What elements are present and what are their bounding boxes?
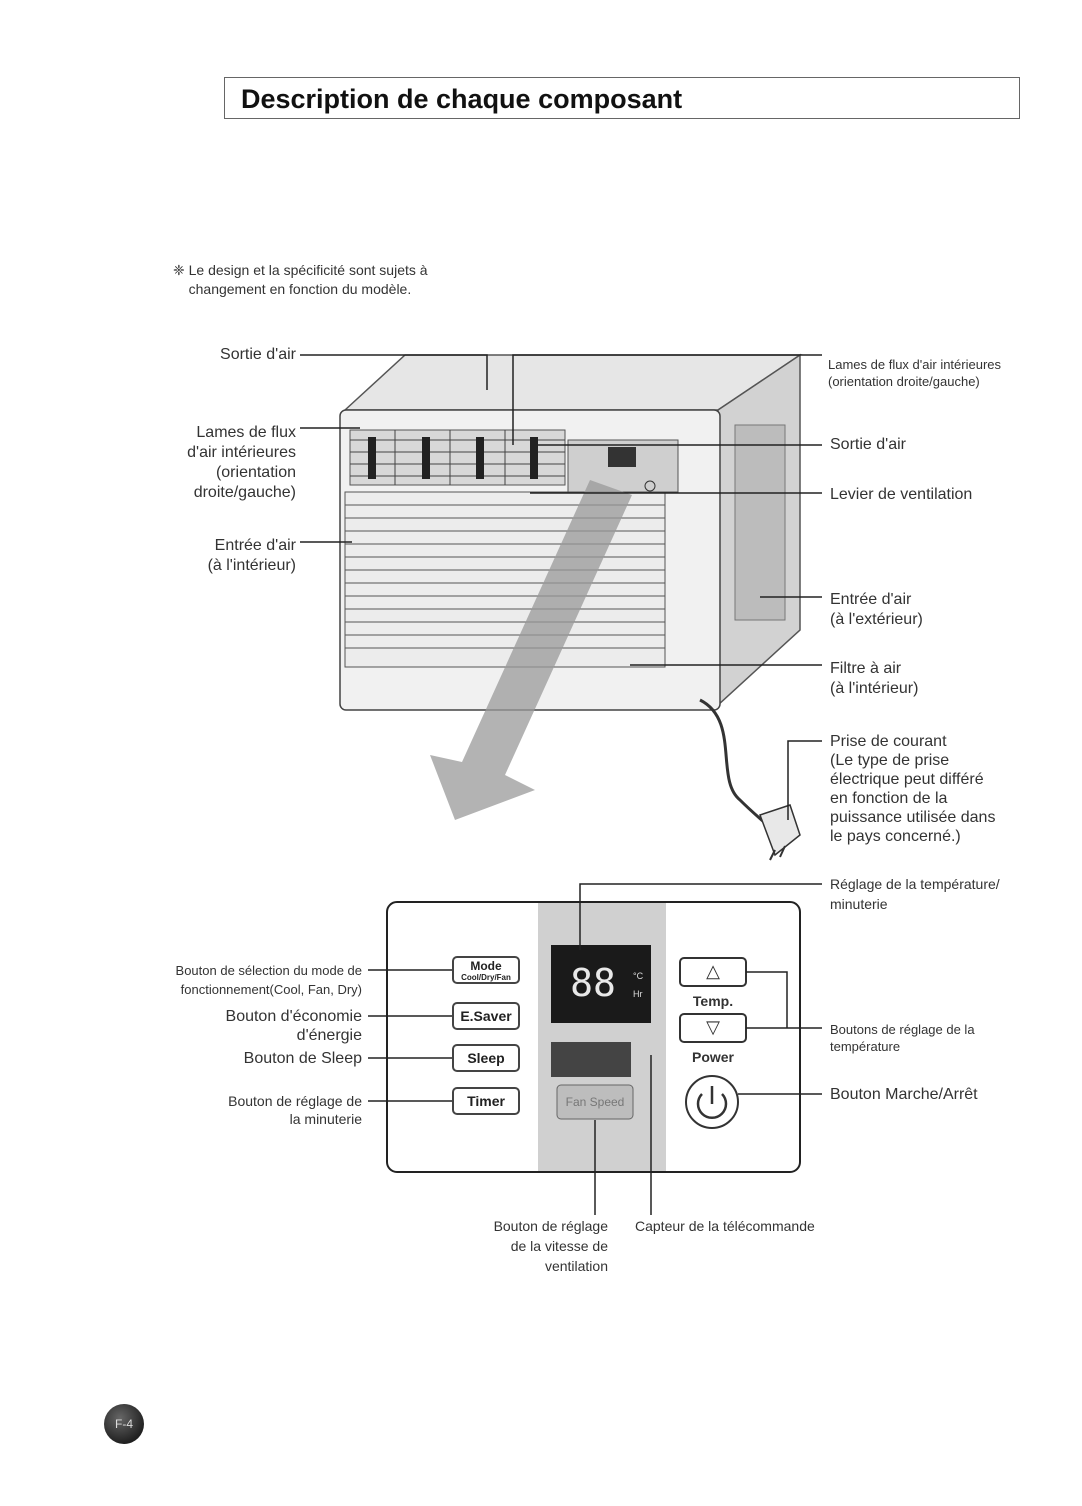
fan-speed-label-2: de la vitesse de [510, 1238, 608, 1254]
air-inlet-label-left-2: (à l'intérieur) [207, 557, 296, 574]
air-filter-label-2: (à l'intérieur) [830, 680, 919, 697]
louvers-label-left-2: d'air intérieures [187, 444, 296, 461]
mode-button-sublabel: Cool/Dry/Fan [461, 973, 511, 982]
temp-timer-label-1: Réglage de la température/ [830, 876, 1000, 892]
timer-label-1: Bouton de réglage de [228, 1093, 362, 1109]
air-inlet-label-right-1: Entrée d'air [830, 591, 912, 608]
temp-down-icon[interactable]: ▽ [706, 1017, 720, 1037]
power-label: Power [691, 1049, 734, 1065]
louvers-label-right-2: (orientation droite/gauche) [828, 374, 980, 389]
louvers-label-left-1: Lames de flux [196, 424, 296, 441]
fan-speed-button[interactable]: Fan Speed [565, 1095, 625, 1109]
temp-label: Temp. [692, 993, 734, 1009]
timer-button[interactable]: Timer [452, 1087, 520, 1115]
temp-up-icon[interactable]: △ [706, 961, 720, 981]
power-plug-label-1: Prise de courant [830, 733, 947, 750]
hour-indicator: Hr [633, 989, 643, 999]
mode-button[interactable]: Mode Cool/Dry/Fan [452, 956, 520, 984]
mode-label-1: Bouton de sélection du mode de [175, 963, 362, 978]
power-plug-label-2: (Le type de prise [830, 752, 950, 769]
power-plug-label-3: électrique peut différé [830, 771, 984, 788]
note-text: Le design et la spécificité sont sujets … [188, 262, 428, 297]
power-plug-label-6: le pays concerné.) [830, 828, 961, 845]
fan-speed-label-1: Bouton de réglage [493, 1218, 608, 1234]
temp-buttons-label-2: température [830, 1039, 901, 1054]
louvers-label-left-3: (orientation [215, 464, 296, 481]
temp-buttons-label-1: Boutons de réglage de la [830, 1022, 975, 1037]
sleep-label: Bouton de Sleep [243, 1050, 362, 1067]
air-outlet-label-left: Sortie d'air [220, 346, 296, 363]
air-inlet-label-left-1: Entrée d'air [214, 537, 296, 554]
mode-label-2: fonctionnement(Cool, Fan, Dry) [180, 982, 362, 997]
fan-speed-label-3: ventilation [544, 1258, 608, 1274]
power-plug-label-5: puissance utilisée dans [830, 809, 996, 826]
note-symbol-icon: ❈ [173, 262, 185, 278]
title-box [224, 77, 1020, 119]
sleep-button[interactable]: Sleep [452, 1044, 520, 1072]
power-plug-label-4: en fonction de la [830, 790, 948, 807]
remote-sensor-label: Capteur de la télécommande [635, 1218, 815, 1234]
air-outlet-label-right: Sortie d'air [830, 436, 906, 453]
esaver-label-2: d'énergie [296, 1027, 362, 1044]
louvers-label-right-1: Lames de flux d'air intérieures [828, 357, 1002, 372]
display-digits: 88 [570, 961, 616, 1005]
mode-button-label: Mode [470, 959, 502, 973]
page-title: Description de chaque composant [241, 84, 683, 114]
celsius-indicator: °C [633, 971, 644, 981]
ventilation-lever-label: Levier de ventilation [830, 486, 973, 503]
air-filter-label-1: Filtre à air [830, 660, 902, 677]
esaver-button[interactable]: E.Saver [452, 1002, 520, 1030]
power-button-label: Bouton Marche/Arrêt [830, 1086, 978, 1103]
air-inlet-label-right-2: (à l'extérieur) [830, 611, 923, 628]
design-note: ❈ Le design et la spécificité sont sujet… [173, 261, 489, 299]
louvers-label-left-4: droite/gauche) [193, 484, 296, 501]
timer-label-2: la minuterie [289, 1111, 362, 1127]
temp-timer-label-2: minuterie [830, 896, 888, 912]
esaver-label-1: Bouton d'économie [225, 1008, 362, 1025]
page-number-badge: F-4 [104, 1404, 144, 1444]
power-icon[interactable] [686, 1076, 738, 1128]
